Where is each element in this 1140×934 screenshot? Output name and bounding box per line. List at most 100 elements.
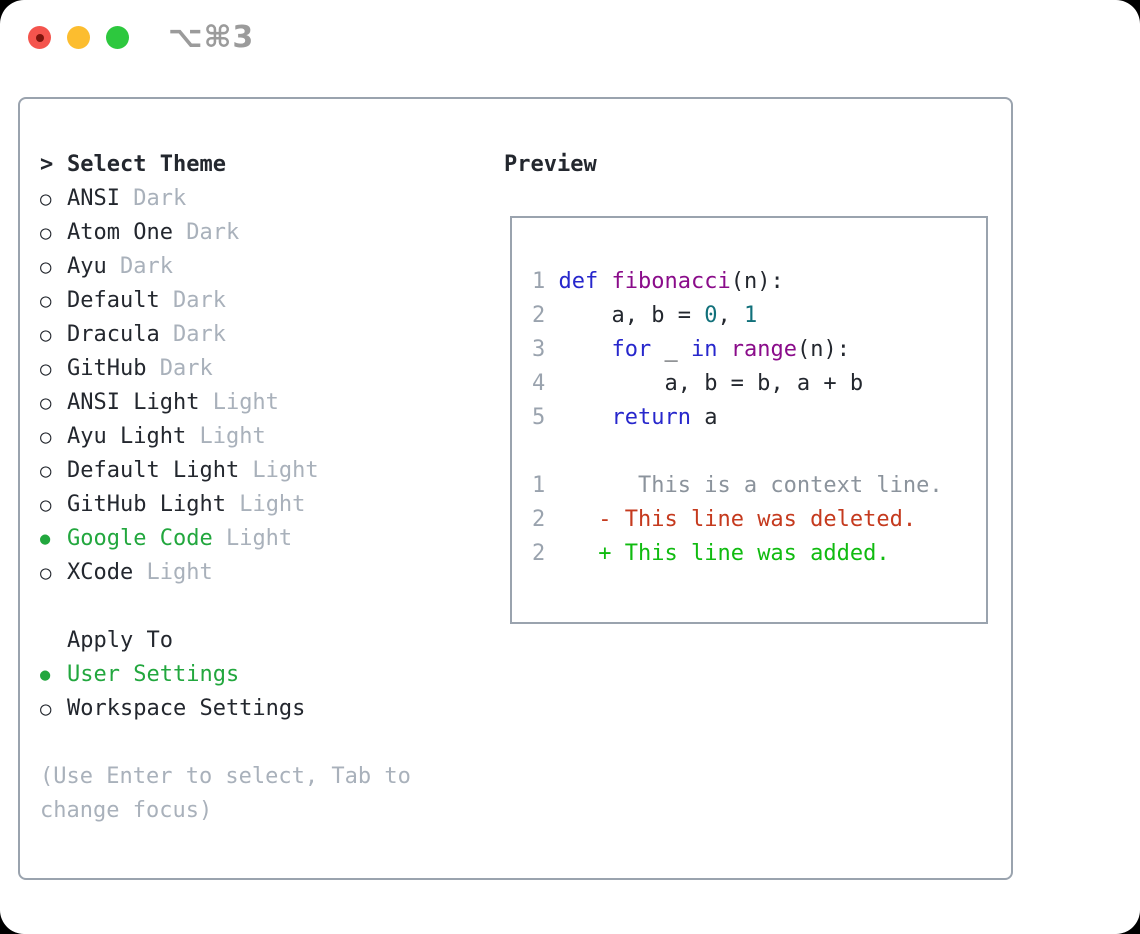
preview-line: 2 + This line was added. [532,537,968,571]
main-panel: > Select Theme ○ ANSI Dark ○ Atom One Dark ○ A… [18,97,1013,880]
close-dot-icon [35,33,44,42]
apply-option-label: User Settings [67,662,240,687]
radio-icon: ○ [40,290,52,312]
code-token: in [690,337,718,362]
code-token: 1 [743,303,758,328]
window-title: ⌥⌘3 [168,20,255,55]
theme-name: Ayu [67,254,107,279]
theme-variant: Light [225,492,306,517]
line-number: 2 [532,507,559,532]
preview-header: Preview [504,152,597,177]
preview-column: Preview 1 def fibonacci(n):2 a, b = 0, 1… [490,148,993,878]
theme-option-dracula[interactable]: ○ Dracula Dark [40,318,490,352]
spacer [40,590,490,624]
theme-name: ANSI [67,186,120,211]
theme-name: Ayu Light [67,424,187,449]
theme-variant: Light [186,424,266,449]
radio-icon: ○ [40,562,52,584]
radio-icon: ○ [40,222,52,244]
theme-name: Atom One [67,220,173,245]
line-number: 2 [532,541,559,566]
hint-text: (Use Enter to select, Tab to change focu… [40,764,411,823]
theme-name: ANSI Light [67,390,200,415]
preview-line: 3 for _ in range(n): [532,333,968,367]
theme-name: Dracula [67,322,160,347]
code-token [559,405,612,430]
minimize-button[interactable] [67,26,90,49]
line-number: 1 [532,473,559,498]
code-token: (n): [730,269,784,294]
zoom-button[interactable] [106,26,129,49]
code-token: a, b = [558,303,705,328]
theme-option-xcode[interactable]: ○XCode Light [40,556,490,590]
radio-icon: ○ [40,494,52,516]
preview-line: 1 def fibonacci(n): [532,265,968,299]
line-number: 2 [532,303,559,328]
code-token [559,541,599,566]
radio-icon: ○ [40,460,52,482]
apply-option-workspace-settings[interactable]: ○Workspace Settings [40,692,490,726]
radio-icon: ○ [40,256,52,278]
code-token: - This line was deleted. [598,507,917,532]
theme-name: Default Light [67,458,240,483]
theme-name: Default [67,288,160,313]
theme-option-default-light[interactable]: ○ Default Light Light [40,454,490,488]
theme-variant: Dark [159,288,226,313]
theme-variant: Light [199,390,279,415]
prompt-icon: > [40,152,54,177]
theme-option-ayu[interactable]: ○ Ayu Dark [40,250,490,284]
preview-line: 2 a, b = 0, 1 [532,299,968,333]
apply-option-user-settings[interactable]: ● User Settings [40,658,490,692]
preview-line: 2 - This line was deleted. [532,503,968,537]
theme-option-github-light[interactable]: ○ GitHub Light Light [40,488,490,522]
theme-variant: Light [133,560,213,585]
theme-option-ansi-light[interactable]: ○ ANSI Light Light [40,386,490,420]
code-token: fibonacci [611,269,731,294]
radio-selected-icon: ● [40,665,51,685]
code-token: def [558,269,599,294]
title-bar: ⌥⌘3 [0,0,1140,97]
code-token: a [690,405,718,430]
theme-name: GitHub Light [67,492,226,517]
preview-blank-line [532,435,968,469]
radio-icon: ○ [40,358,52,380]
preview-line: 1 This is a context line. [532,469,968,503]
code-token: This is a context line. [558,473,943,498]
apply-option-label: Workspace Settings [67,696,306,721]
theme-variant: Dark [172,220,240,245]
theme-name: GitHub [67,356,147,381]
theme-option-ansi[interactable]: ○ ANSI Dark [40,182,490,216]
theme-option-ayu-light[interactable]: ○ Ayu Light Light [40,420,490,454]
theme-option-atom-one[interactable]: ○ Atom One Dark [40,216,490,250]
radio-icon: ○ [40,188,52,210]
apply-to-header: Apply To [40,624,490,658]
theme-variant: Light [212,526,293,551]
apply-to-list: ● User Settings ○Workspace Settings [40,658,490,726]
marker-spacer [40,624,67,658]
radio-icon: ○ [40,426,52,448]
code-token: for [611,337,652,362]
theme-variant: Dark [119,186,187,211]
radio-icon: ○ [40,392,52,414]
line-number: 5 [532,405,559,430]
code-token: (n): [796,337,850,362]
apply-to-label: Apply To [67,628,173,653]
theme-variant: Dark [159,322,226,347]
line-number: 3 [532,337,559,362]
line-number: 1 [532,269,559,294]
radio-icon: ○ [40,324,52,346]
preview-line: 4 a, b = b, a + b [532,367,968,401]
theme-variant: Dark [106,254,173,279]
code-token: + This line was added. [598,541,890,566]
close-button[interactable] [28,26,51,49]
theme-variant: Light [239,458,319,483]
theme-option-google-code[interactable]: ●Google Code Light [40,522,490,556]
preview-line: 5 return a [532,401,968,435]
select-theme-header: > Select Theme [40,148,490,182]
select-theme-label: Select Theme [67,152,226,177]
code-token [717,337,730,362]
theme-option-github[interactable]: ○GitHub Dark [40,352,490,386]
theme-option-default[interactable]: ○ Default Dark [40,284,490,318]
